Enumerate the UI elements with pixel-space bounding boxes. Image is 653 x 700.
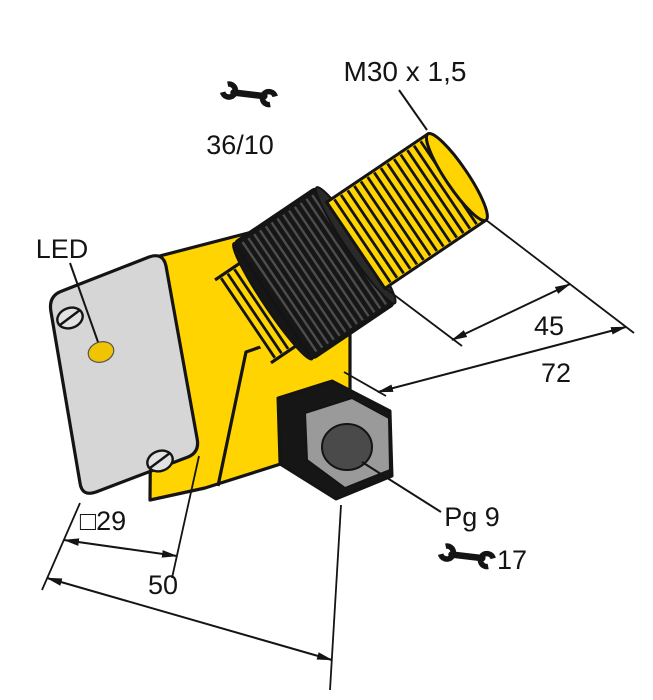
flange-plate — [48, 254, 200, 495]
gland-cable-hole — [321, 423, 373, 471]
leader-led — [69, 262, 99, 343]
dim-45-value: 45 — [534, 311, 564, 341]
ext-line-barrel-tip — [485, 219, 635, 334]
mounting-flange — [48, 254, 200, 495]
screw-top-left — [56, 306, 84, 330]
label-led: LED — [36, 234, 89, 264]
dimension-29-50 — [41, 455, 342, 691]
dim-line-72 — [377, 326, 627, 393]
dim-29-value: □29 — [80, 506, 126, 536]
screw-slot — [59, 309, 81, 326]
dim-line-29 — [63, 538, 178, 558]
label-wrench-flats-top: 36/10 — [206, 130, 274, 160]
dimension-45-72 — [343, 219, 635, 397]
cable-gland — [276, 379, 394, 501]
ext-line-housing-rear — [329, 504, 342, 691]
threaded-barrel — [214, 131, 489, 365]
wrench-icon-gland — [439, 535, 496, 577]
dim-50-value: 50 — [148, 570, 178, 600]
leader-m30 — [398, 89, 428, 131]
wrench-icon-top — [221, 73, 278, 115]
dim-72-value: 72 — [541, 358, 571, 388]
leader-pg9 — [361, 461, 442, 513]
label-wrench-flats-gland: 17 — [497, 545, 527, 575]
dim-line-50 — [46, 577, 333, 661]
label-thread-spec: M30 x 1,5 — [344, 56, 467, 87]
screw-bottom-right — [146, 449, 174, 473]
ext-line-flange-left — [41, 502, 81, 591]
label-cable-gland: Pg 9 — [444, 502, 500, 532]
ext-line-thread-base — [384, 287, 463, 347]
led-indicator — [87, 341, 115, 363]
screw-slot — [149, 452, 171, 469]
ext-line-flange-right — [171, 455, 200, 579]
